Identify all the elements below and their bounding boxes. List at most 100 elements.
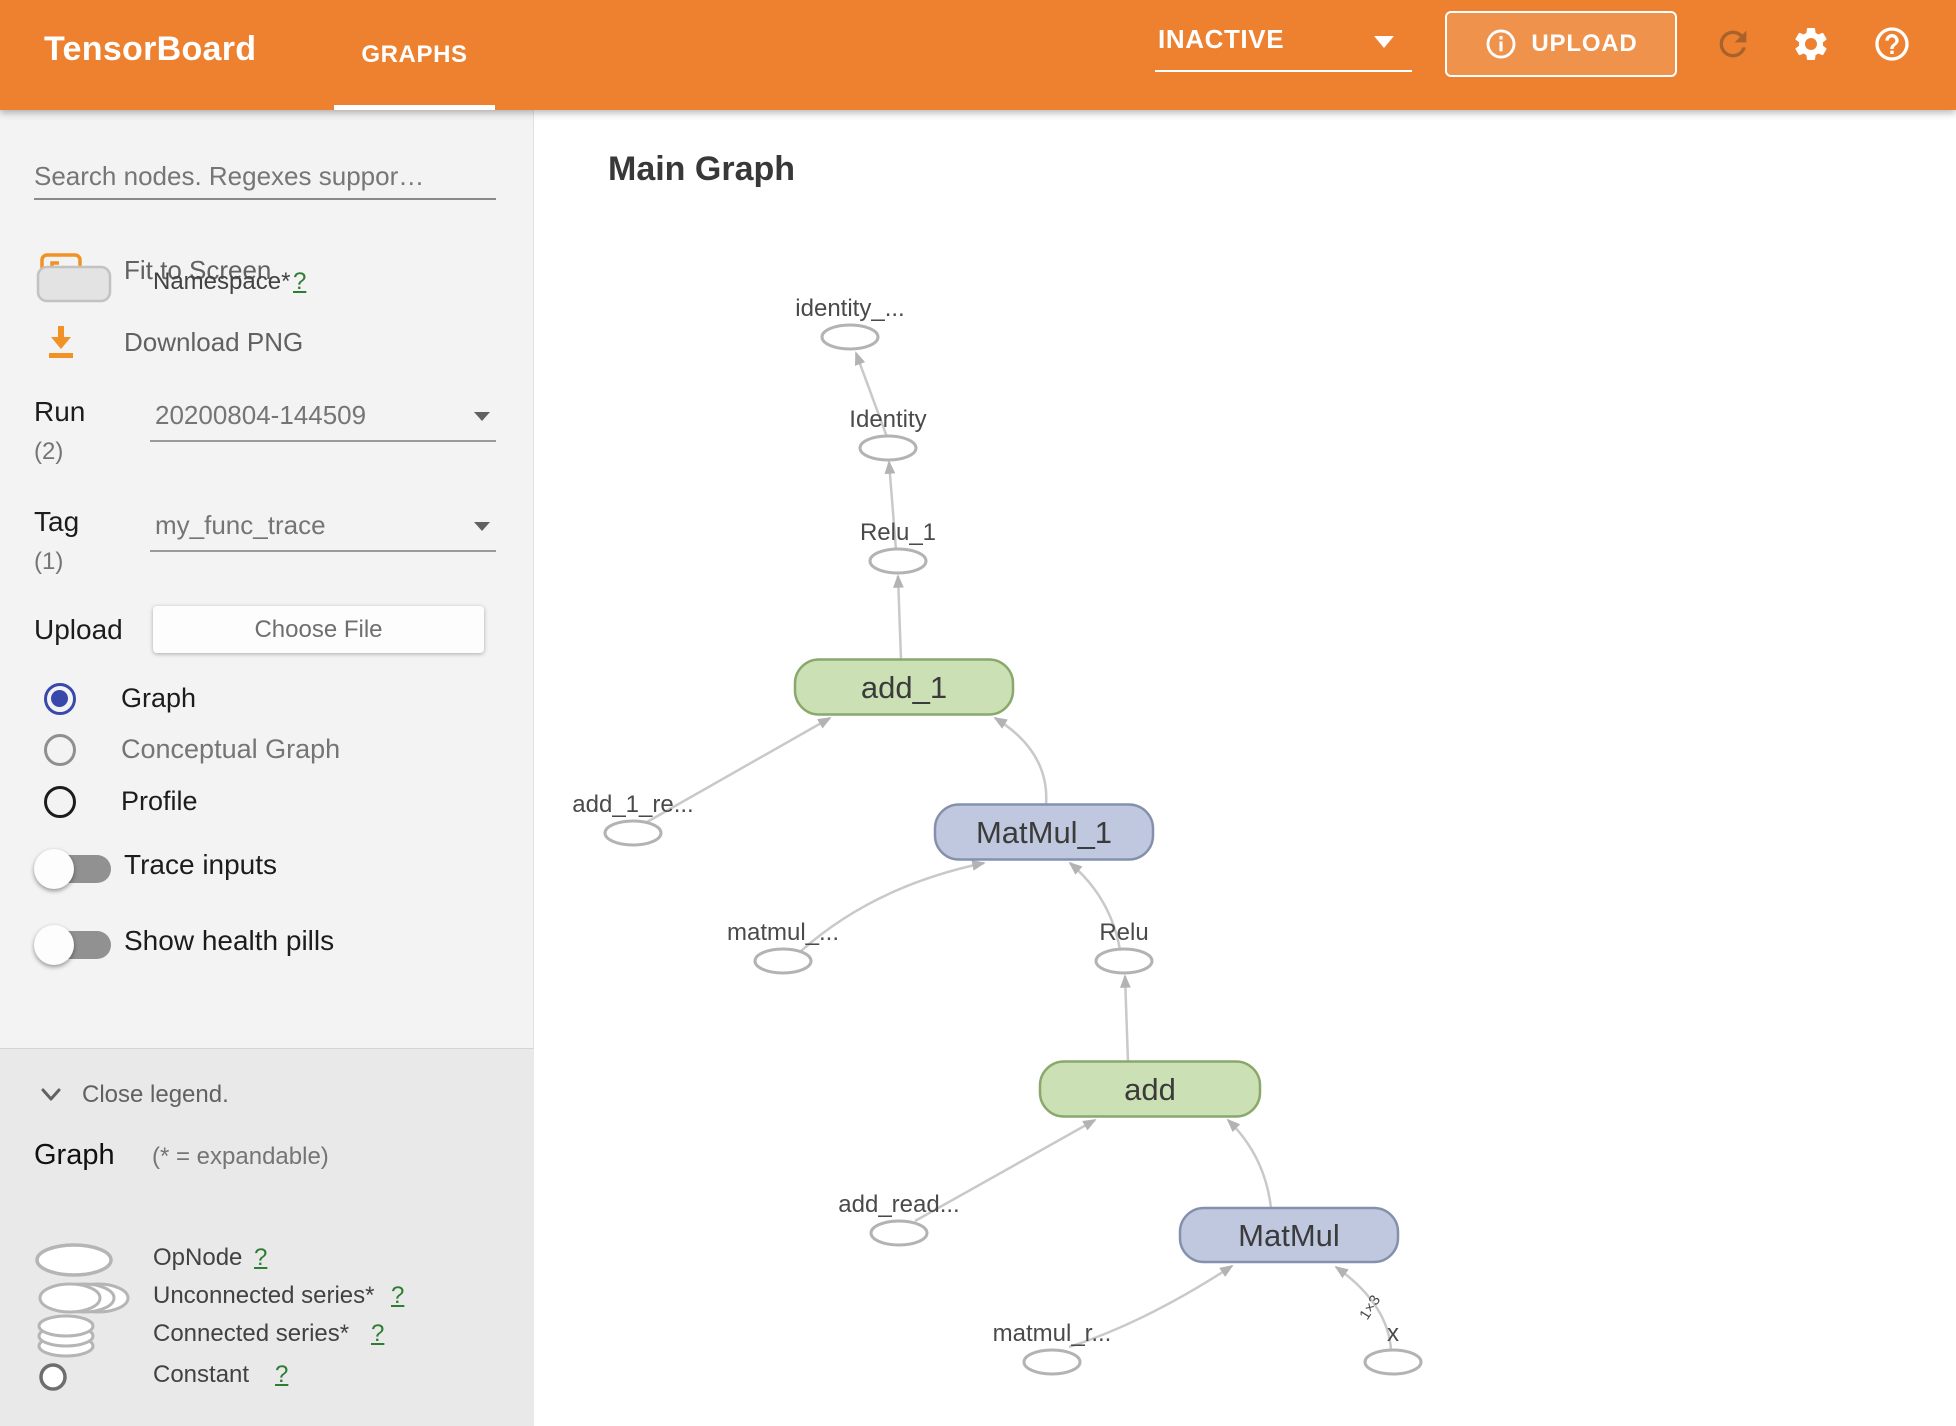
node-label: MatMul	[1238, 1218, 1340, 1253]
graph-node-MatMul[interactable]: MatMul	[1178, 1206, 1400, 1264]
legend-item-opnode: OpNode ?	[0, 1242, 534, 1280]
op-node-ellipse[interactable]	[869, 1219, 929, 1247]
op-node-ellipse[interactable]	[820, 323, 880, 351]
close-legend-label: Close legend.	[82, 1081, 229, 1108]
op-node-ellipse[interactable]	[1022, 1348, 1082, 1376]
status-dropdown[interactable]: INACTIVE	[1155, 20, 1412, 72]
node-label: MatMul_1	[976, 815, 1112, 850]
node-label: Relu	[1099, 919, 1148, 946]
opnode-icon	[35, 1243, 113, 1277]
graph-edge	[646, 716, 832, 824]
view-option-graph[interactable]: Graph	[0, 680, 534, 720]
node-label: x	[1387, 1320, 1399, 1347]
graph-edge	[993, 716, 1048, 806]
choose-file-button[interactable]: Choose File	[153, 606, 484, 653]
chevron-down-icon	[1374, 36, 1394, 48]
chevron-down-icon	[474, 412, 490, 421]
view-option-profile[interactable]: Profile	[0, 783, 534, 823]
graph-node-add[interactable]: add	[1038, 1060, 1262, 1118]
legend-panel: Close legend. Graph (* = expandable) Nam…	[0, 265, 534, 1426]
op-node-ellipse[interactable]	[1363, 1348, 1423, 1376]
graph-node-x[interactable]: x	[1363, 1320, 1423, 1376]
download-icon	[49, 326, 73, 358]
download-png-button[interactable]: Download PNG	[0, 314, 534, 370]
opnode-help-link[interactable]: ?	[254, 1244, 268, 1271]
graph-node-add_read[interactable]: add_read...	[838, 1191, 960, 1247]
node-label: Identity	[849, 406, 926, 433]
upload-button-label: UPLOAD	[1531, 30, 1638, 57]
op-node-ellipse[interactable]	[858, 434, 918, 462]
run-select-value: 20200804-144509	[155, 400, 367, 430]
tab-graphs[interactable]: GRAPHS	[361, 41, 468, 68]
app-title: TensorBoard	[44, 30, 257, 68]
graph-node-Relu_1[interactable]: Relu_1	[860, 519, 936, 575]
graph-edge	[893, 574, 904, 661]
trace-inputs-toggle[interactable]	[34, 849, 111, 889]
refresh-icon[interactable]	[1713, 24, 1753, 64]
node-label: add_1	[861, 670, 947, 705]
connected-series-icon	[37, 1314, 95, 1358]
status-dropdown-value: INACTIVE	[1158, 24, 1285, 54]
graph-edge	[914, 1118, 1097, 1223]
legend-item-unconnected-series: Unconnected series* ?	[0, 1280, 534, 1318]
unconnected-series-help-link[interactable]: ?	[391, 1282, 405, 1309]
legend-item-connected-series: Connected series* ?	[0, 1314, 534, 1358]
run-label: Run	[34, 396, 86, 427]
namespace-help-link[interactable]: ?	[293, 268, 307, 295]
graph-node-Identity[interactable]: Identity	[849, 406, 927, 462]
graph-node-MatMul_1[interactable]: MatMul_1	[933, 803, 1155, 861]
node-label: Relu_1	[860, 519, 936, 546]
graph-node-add_1[interactable]: add_1	[793, 658, 1015, 716]
constant-icon	[39, 1363, 67, 1391]
graph-edge	[854, 351, 889, 438]
unconnected-series-icon	[38, 1282, 130, 1314]
help-icon[interactable]	[1872, 24, 1912, 64]
blue-namespace-node[interactable]	[1178, 1206, 1400, 1264]
show-health-pills-row: Show health pills	[0, 923, 534, 971]
node-label: add	[1124, 1072, 1176, 1107]
edge-label: 1×3	[1356, 1292, 1384, 1323]
graph-node-add_1_read[interactable]: add_1_re...	[572, 791, 694, 847]
graph-node-Relu[interactable]: Relu	[1094, 919, 1154, 975]
green-namespace-node[interactable]	[793, 658, 1015, 716]
node-label: identity_...	[795, 295, 904, 322]
legend-item-constant: Constant ?	[0, 1359, 534, 1397]
status-dropdown-underline	[1155, 70, 1412, 72]
view-option-conceptual-graph[interactable]: Conceptual Graph	[0, 731, 534, 771]
op-node-ellipse[interactable]	[753, 947, 813, 975]
show-health-pills-label: Show health pills	[124, 925, 335, 956]
graph-edge	[1334, 1265, 1393, 1351]
info-icon	[1486, 29, 1516, 59]
op-node-ellipse[interactable]	[603, 819, 663, 847]
blue-namespace-node[interactable]	[933, 803, 1155, 861]
tab-active-underline	[334, 105, 495, 110]
sidebar: Fit to Screen Download PNG Run (2) 20200…	[0, 110, 534, 1426]
constant-help-link[interactable]: ?	[275, 1361, 289, 1388]
node-label: add_read...	[838, 1191, 959, 1218]
fit-to-screen-button[interactable]: Fit to Screen	[0, 242, 534, 298]
graph-node-matmul_r_read[interactable]: matmul_r...	[993, 1320, 1112, 1376]
green-namespace-node[interactable]	[1038, 1060, 1262, 1118]
graph-edge	[1226, 1118, 1273, 1209]
graph-node-matmul_read[interactable]: matmul_...	[727, 919, 839, 975]
legend-title-row: Graph (* = expandable)	[0, 1139, 534, 1179]
graph-node-identity_out[interactable]: identity_...	[795, 295, 905, 351]
show-health-pills-toggle[interactable]	[34, 925, 111, 965]
run-count: (2)	[34, 438, 64, 465]
node-label: matmul_...	[727, 919, 839, 946]
connected-series-help-link[interactable]: ?	[371, 1320, 385, 1347]
upload-button[interactable]: UPLOAD	[1445, 11, 1677, 77]
tag-label: Tag	[34, 506, 80, 537]
graph-edge	[1120, 974, 1131, 1063]
op-node-ellipse[interactable]	[868, 547, 928, 575]
radio-icon	[44, 786, 76, 818]
trace-inputs-row: Trace inputs	[0, 847, 534, 895]
op-node-ellipse[interactable]	[1094, 947, 1154, 975]
view-option-label: Profile	[121, 786, 198, 816]
search-input[interactable]	[34, 154, 496, 200]
gear-icon[interactable]	[1791, 24, 1831, 64]
view-option-label: Conceptual Graph	[121, 734, 341, 764]
upload-label: Upload	[34, 614, 123, 645]
